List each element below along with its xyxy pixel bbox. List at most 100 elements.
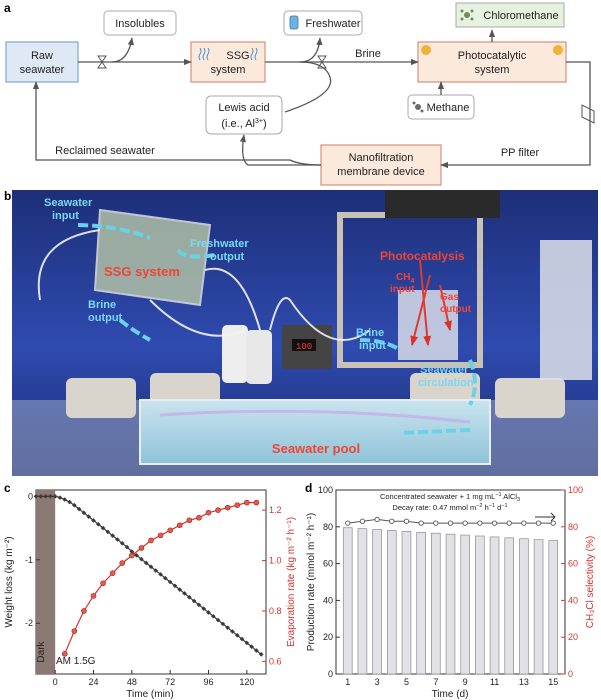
bottle-icon xyxy=(289,15,299,30)
weight-loss-point xyxy=(206,610,211,615)
panel-c-xlabel: Time (min) xyxy=(126,689,173,700)
panel-d-ylabel-left: Production rate (mmol m⁻² h⁻¹) xyxy=(306,513,317,651)
experimental-photo: 100 xyxy=(12,190,598,476)
gas-output-label-2: output xyxy=(440,304,472,315)
reclaimed-seawater-label: Reclaimed seawater xyxy=(55,145,155,157)
evaporation-rate-point xyxy=(186,517,193,524)
y-right-tick-label: 40 xyxy=(568,595,578,605)
panel-d-selectivity-line xyxy=(345,516,556,526)
weight-loss-point xyxy=(129,549,135,554)
panel-c-plot-frame xyxy=(35,489,267,675)
ssg-system-label-1: SSG xyxy=(226,50,249,62)
weight-loss-point xyxy=(220,621,226,627)
weight-loss-point xyxy=(215,617,221,623)
panel-d-legend-1: Concentrated seawater + 1 mg mL−1 AlCl3 xyxy=(380,492,520,503)
production-rate-bar xyxy=(504,537,515,675)
y-right-tick-label: 80 xyxy=(568,522,578,532)
selectivity-point xyxy=(477,520,483,526)
production-rate-bar xyxy=(445,533,456,675)
selectivity-point xyxy=(418,520,424,526)
panel-a: a Raw seawater Insolubles SSG system F xyxy=(4,1,595,186)
production-rate-bar xyxy=(416,531,426,675)
weight-loss-point xyxy=(167,579,173,585)
panel-d-bars xyxy=(342,527,559,675)
weight-loss-point xyxy=(249,644,254,650)
x-tick-label: 24 xyxy=(88,677,98,687)
panel-b-letter: b xyxy=(4,189,11,203)
freshwater-box: Freshwater xyxy=(283,10,363,36)
weight-loss-point xyxy=(86,514,92,519)
photocatalytic-system-box: Photocatalytic system xyxy=(417,41,567,83)
weight-loss-point xyxy=(172,583,178,589)
x-tick-label: 5 xyxy=(404,677,409,687)
x-tick-label: 120 xyxy=(239,677,254,687)
x-tick-label: 1 xyxy=(345,677,350,687)
selectivity-point xyxy=(550,520,556,526)
weight-loss-point xyxy=(148,564,154,570)
controller-display: 100 xyxy=(296,342,312,352)
weight-loss-point xyxy=(201,606,207,611)
evaporation-rate-point xyxy=(167,527,173,534)
y-left-tick-label: 60 xyxy=(323,559,333,569)
production-rate-bar xyxy=(431,532,441,675)
selectivity-point xyxy=(506,520,512,526)
weight-loss-point xyxy=(72,502,77,508)
evaporation-rate-point xyxy=(176,522,183,529)
weight-loss-point xyxy=(163,575,168,581)
production-rate-bar xyxy=(533,539,544,675)
ssg-system-box: SSG system xyxy=(190,41,266,83)
production-rate-bar xyxy=(519,538,529,675)
evaporation-rate-point xyxy=(196,514,202,521)
steam-icon xyxy=(198,47,258,61)
production-rate-bar xyxy=(401,531,412,675)
weight-loss-point xyxy=(115,537,120,542)
x-tick-label: 11 xyxy=(490,677,499,687)
evaporation-rate-point xyxy=(109,570,116,576)
y-right-tick-label: 60 xyxy=(568,559,578,569)
x-tick-label: 3 xyxy=(375,677,380,687)
gas-output-label-1: Gas xyxy=(440,292,459,303)
production-rate-bar xyxy=(386,530,397,675)
evaporation-rate-line xyxy=(64,502,257,655)
y-left-tick-label: 0 xyxy=(28,491,33,501)
dark-shading-rect xyxy=(36,490,56,674)
weight-loss-point xyxy=(43,494,48,499)
evaporation-rate-point xyxy=(234,502,241,508)
evaporation-rate-point xyxy=(100,580,106,587)
molecule-icon-methane xyxy=(412,101,424,113)
ch4-input-label-2: input xyxy=(390,284,415,295)
y-left-tick-label: -1 xyxy=(25,555,33,565)
seawater-circulation-label-2: circulation xyxy=(418,377,474,389)
selectivity-point xyxy=(345,520,351,526)
panel-c-letter: c xyxy=(4,481,11,495)
production-rate-bar xyxy=(475,535,485,675)
lewis-acid-box: Lewis acid (i.e., Al3+) xyxy=(205,95,283,135)
weight-loss-point xyxy=(62,497,68,502)
flow-arrows xyxy=(32,29,591,169)
methane-box: Methane xyxy=(407,94,475,120)
methane-label: Methane xyxy=(427,102,470,114)
y-left-tick-label: 20 xyxy=(323,632,333,642)
x-tick-label: 0 xyxy=(53,677,58,687)
panel-d-letter: d xyxy=(305,481,312,495)
selectivity-point xyxy=(389,518,395,524)
weight-loss-point xyxy=(110,533,115,538)
weight-loss-point xyxy=(182,591,187,596)
evaporation-rate-point xyxy=(119,560,126,566)
seawater-circulation-label-1: Seawater xyxy=(420,364,469,376)
weight-loss-point xyxy=(57,495,63,500)
panel-c-ylabel-left: Weight loss (kg m⁻²) xyxy=(4,536,15,627)
brine-output-label-1: Brine xyxy=(88,299,116,311)
weight-loss-point xyxy=(33,494,39,499)
weight-loss-point xyxy=(119,540,125,546)
selectivity-point xyxy=(403,518,410,524)
weight-loss-point xyxy=(191,598,197,604)
sun-icon-left xyxy=(421,45,431,55)
weight-loss-point xyxy=(134,553,139,558)
x-tick-label: 72 xyxy=(165,677,175,687)
production-rate-bar xyxy=(372,529,382,675)
y-left-tick-label: 40 xyxy=(323,595,333,605)
selectivity-point xyxy=(521,520,527,526)
evaporation-rate-point xyxy=(224,504,231,511)
